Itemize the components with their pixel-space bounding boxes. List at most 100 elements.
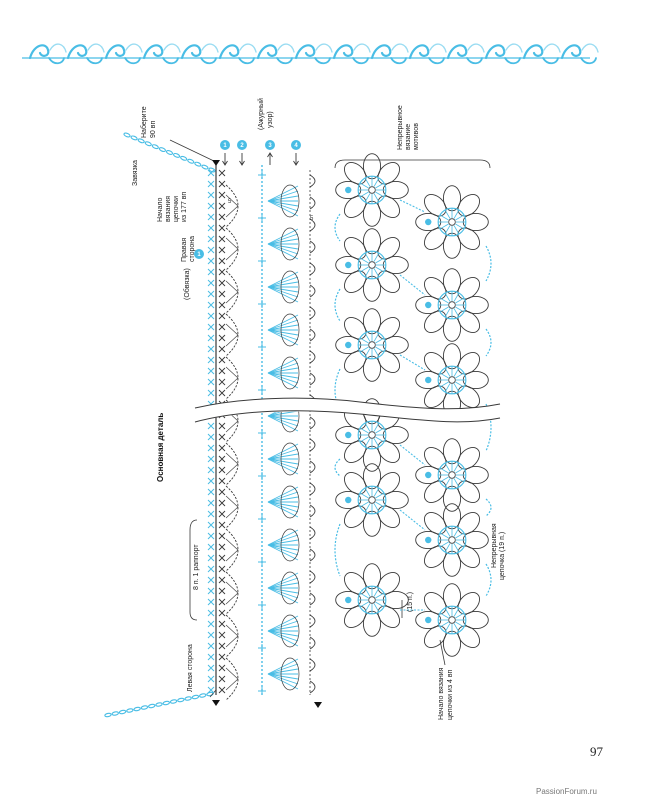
binding-stitch: [207, 488, 215, 496]
motif-center: [448, 536, 456, 544]
binding-stitch: [207, 356, 215, 364]
petal: [457, 512, 480, 535]
shell-stitch: [267, 185, 299, 202]
tie-loop: [155, 702, 163, 707]
chain-arch: [225, 313, 239, 357]
petal: [424, 480, 447, 503]
row-marker-3: 3: [268, 143, 272, 149]
tie-loop: [162, 700, 170, 706]
motif-spoke: [444, 527, 451, 537]
motif-spoke: [373, 487, 380, 497]
shell-stitch: [267, 415, 299, 427]
shell-stitch: [267, 410, 299, 417]
picot: [309, 438, 316, 452]
shell-outline: [280, 227, 300, 261]
motif-link: [399, 509, 426, 531]
border-swirl: [484, 44, 506, 60]
border-swirl: [505, 43, 523, 53]
binding-stitch: [207, 345, 215, 353]
border-swirl: [542, 57, 559, 65]
binding-stitch: [207, 587, 215, 595]
motif-spoke: [453, 292, 460, 302]
shell-stitch: [267, 582, 299, 589]
row-marker-2-circle: [237, 140, 247, 150]
row-marker-3-circle: [265, 140, 275, 150]
picot: [309, 372, 316, 386]
tie-loop: [144, 141, 152, 147]
motif-spoke: [439, 621, 449, 628]
motif-number-dot: [425, 471, 432, 479]
motif-spoke: [364, 193, 371, 203]
label-chain-start-2: вязания: [165, 196, 172, 222]
base-stitch: [218, 202, 226, 210]
chain-fan: [225, 624, 239, 648]
shell-stitch: [267, 615, 299, 632]
shell-stitch: [267, 673, 299, 680]
motif-spoke: [375, 257, 385, 264]
border-swirl: [256, 44, 278, 60]
border-swirl: [352, 57, 369, 65]
break-line: [194, 397, 501, 423]
picot: [309, 504, 316, 518]
shell-stitch: [267, 319, 299, 331]
motif-number-dot: [345, 496, 352, 504]
tie-loop: [104, 712, 112, 718]
motif-center: [448, 218, 456, 226]
motif-spoke: [375, 266, 385, 273]
shell-stitch: [267, 630, 299, 642]
base-stitch: [218, 521, 226, 529]
motif-spoke: [439, 612, 449, 619]
label-continuous-2: вязание: [405, 124, 412, 150]
motif-spoke: [375, 592, 385, 599]
shell-stitch: [267, 458, 299, 470]
motif-spoke: [453, 209, 460, 219]
tie-loop: [187, 158, 195, 164]
motif-spoke: [444, 225, 451, 235]
binding-stitch: [207, 510, 215, 518]
shell-outline: [280, 657, 300, 691]
motif-spoke: [364, 422, 371, 432]
binding-stitch: [207, 246, 215, 254]
petal: [457, 592, 480, 615]
picot: [309, 482, 316, 496]
flower-motif: [415, 185, 489, 259]
motif-link: [399, 354, 426, 371]
petal: [457, 194, 480, 217]
base-stitch: [218, 675, 226, 683]
label-chain-start-3: цепочки: [173, 196, 180, 222]
tie-loop: [208, 167, 216, 173]
petal: [344, 270, 367, 293]
binding-stitch: [207, 543, 215, 551]
binding-stitch: [207, 565, 215, 573]
shell-stitch: [267, 663, 299, 675]
chain-fan: [225, 280, 239, 304]
shell-outline: [280, 313, 300, 347]
picot: [309, 284, 316, 298]
motif-spoke: [375, 501, 385, 508]
shell-stitch: [267, 200, 299, 212]
motif-spoke: [359, 257, 369, 264]
border-swirl: [200, 57, 217, 65]
shell-stitch: [267, 458, 299, 465]
border-swirl: [86, 57, 103, 65]
base-stitch: [218, 488, 226, 496]
base-stitch: [218, 477, 226, 485]
petal: [457, 545, 480, 568]
tie-loop: [201, 164, 209, 170]
binding-stitch: [207, 609, 215, 617]
shell-stitch: [267, 362, 299, 374]
base-stitch: [218, 686, 226, 694]
row-marker-2: 2: [240, 143, 244, 149]
base-stitch: [218, 587, 226, 595]
border-swirl: [142, 44, 164, 60]
tie-loop: [140, 705, 149, 710]
picot: [309, 306, 316, 320]
shell-stitch: [267, 587, 299, 604]
binding-stitch: [207, 521, 215, 529]
motif-chain: [485, 498, 492, 517]
border-swirl: [391, 43, 409, 53]
petal: [457, 352, 480, 375]
motif-spoke: [364, 348, 371, 358]
motif-spoke: [364, 503, 371, 513]
binding-stitch: [207, 433, 215, 441]
